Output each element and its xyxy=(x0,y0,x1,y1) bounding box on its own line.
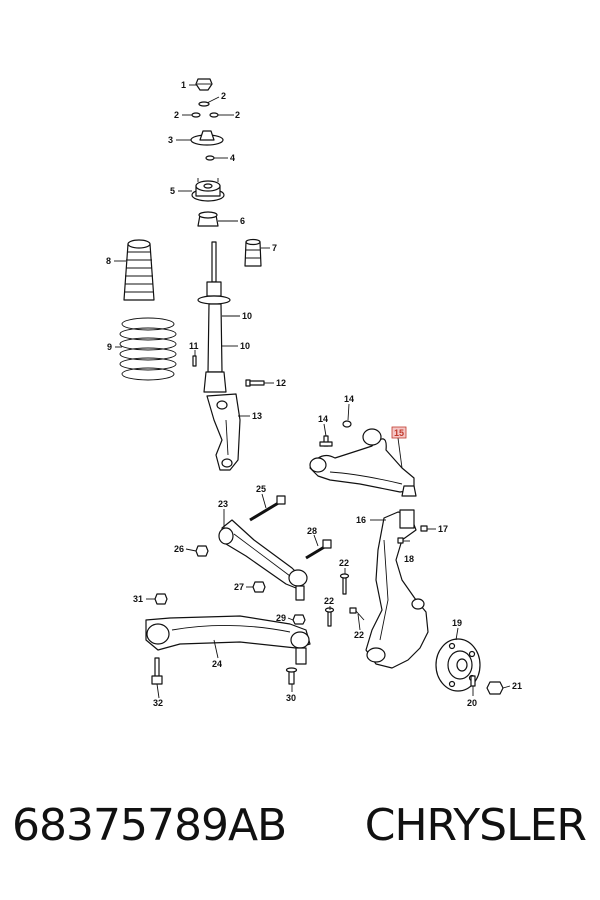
callout-24: 24 xyxy=(212,659,222,669)
part-17-nut xyxy=(420,525,428,532)
part-20-bolt xyxy=(470,675,476,687)
part-2-washers xyxy=(191,101,219,118)
part-3-mount-cap xyxy=(190,130,224,146)
part-18-bolt xyxy=(397,537,410,544)
callout-17: 17 xyxy=(438,524,448,534)
callout-15: 15 xyxy=(394,428,404,438)
callout-22c: 22 xyxy=(324,596,334,606)
callout-7: 7 xyxy=(272,243,277,253)
callout-10a: 10 xyxy=(242,311,252,321)
part-1-nut xyxy=(195,78,213,91)
part-4-clip xyxy=(205,155,215,161)
part-16-steering-knuckle xyxy=(365,509,429,669)
part-6-bearing xyxy=(197,211,219,227)
callout-14b: 14 xyxy=(344,394,354,404)
part-14-bolts-upper xyxy=(319,420,352,447)
part-7-bump-stop xyxy=(244,238,262,267)
part-23-tension-strut xyxy=(218,519,308,601)
part-number: 68375789AB xyxy=(12,800,287,851)
part-15-upper-control-arm xyxy=(309,428,417,497)
part-28-bolt xyxy=(305,539,332,560)
callout-5: 5 xyxy=(170,186,175,196)
part-13-strut-fork xyxy=(206,393,241,471)
callout-8: 8 xyxy=(106,256,111,266)
part-11-stud xyxy=(192,355,197,367)
callout-31: 31 xyxy=(133,594,143,604)
part-32-bolt xyxy=(151,657,163,685)
callout-29: 29 xyxy=(276,613,286,623)
callout-11: 11 xyxy=(189,341,199,351)
callout-25: 25 xyxy=(256,484,266,494)
callout-10b: 10 xyxy=(240,341,250,351)
callout-9: 9 xyxy=(107,342,112,352)
brand-name: CHRYSLER xyxy=(364,800,587,851)
part-25-bolt xyxy=(249,495,286,522)
callout-18: 18 xyxy=(404,554,414,564)
footer: 68375789AB CHRYSLER xyxy=(0,800,600,870)
callout-27: 27 xyxy=(234,582,244,592)
part-30-bolt xyxy=(285,667,298,685)
callout-2c: 2 xyxy=(235,110,240,120)
callout-22b: 22 xyxy=(354,630,364,640)
callout-14a: 14 xyxy=(318,414,328,424)
part-22-bolts xyxy=(324,573,365,627)
callout-4: 4 xyxy=(230,153,235,163)
callout-23: 23 xyxy=(218,499,228,509)
callout-20: 20 xyxy=(467,698,477,708)
callout-12: 12 xyxy=(276,378,286,388)
highlight-box-15 xyxy=(391,426,407,439)
callout-labels: 1 2 2 2 3 4 5 6 7 8 9 10 10 11 12 13 14 … xyxy=(106,80,522,708)
part-10-strut xyxy=(197,241,231,393)
part-31-nut xyxy=(154,593,168,605)
callout-2b: 2 xyxy=(174,110,179,120)
callout-22a: 22 xyxy=(339,558,349,568)
part-29-nut xyxy=(292,614,306,625)
part-24-lower-control-arm xyxy=(145,615,311,665)
callout-2a: 2 xyxy=(221,91,226,101)
part-21-axle-nut xyxy=(486,681,504,695)
part-12-bolt xyxy=(245,379,265,387)
part-5-upper-mount xyxy=(191,178,225,202)
suspension-exploded-diagram: 1 2 2 2 3 4 5 6 7 8 9 10 10 11 12 13 14 … xyxy=(106,78,522,708)
callout-21: 21 xyxy=(512,681,522,691)
callout-6: 6 xyxy=(240,216,245,226)
callout-3: 3 xyxy=(168,135,173,145)
leader-lines xyxy=(114,84,511,699)
part-26-nut xyxy=(195,545,209,557)
callout-16: 16 xyxy=(356,515,366,525)
callout-13: 13 xyxy=(252,411,262,421)
callout-28: 28 xyxy=(307,526,317,536)
part-9-coil-spring xyxy=(119,317,177,381)
callout-30: 30 xyxy=(286,693,296,703)
part-27-nut xyxy=(252,581,266,593)
part-19-hub-bearing xyxy=(435,638,481,692)
callout-26: 26 xyxy=(174,544,184,554)
part-8-dust-boot xyxy=(123,239,155,301)
callout-32: 32 xyxy=(153,698,163,708)
callout-19: 19 xyxy=(452,618,462,628)
callout-1: 1 xyxy=(181,80,186,90)
